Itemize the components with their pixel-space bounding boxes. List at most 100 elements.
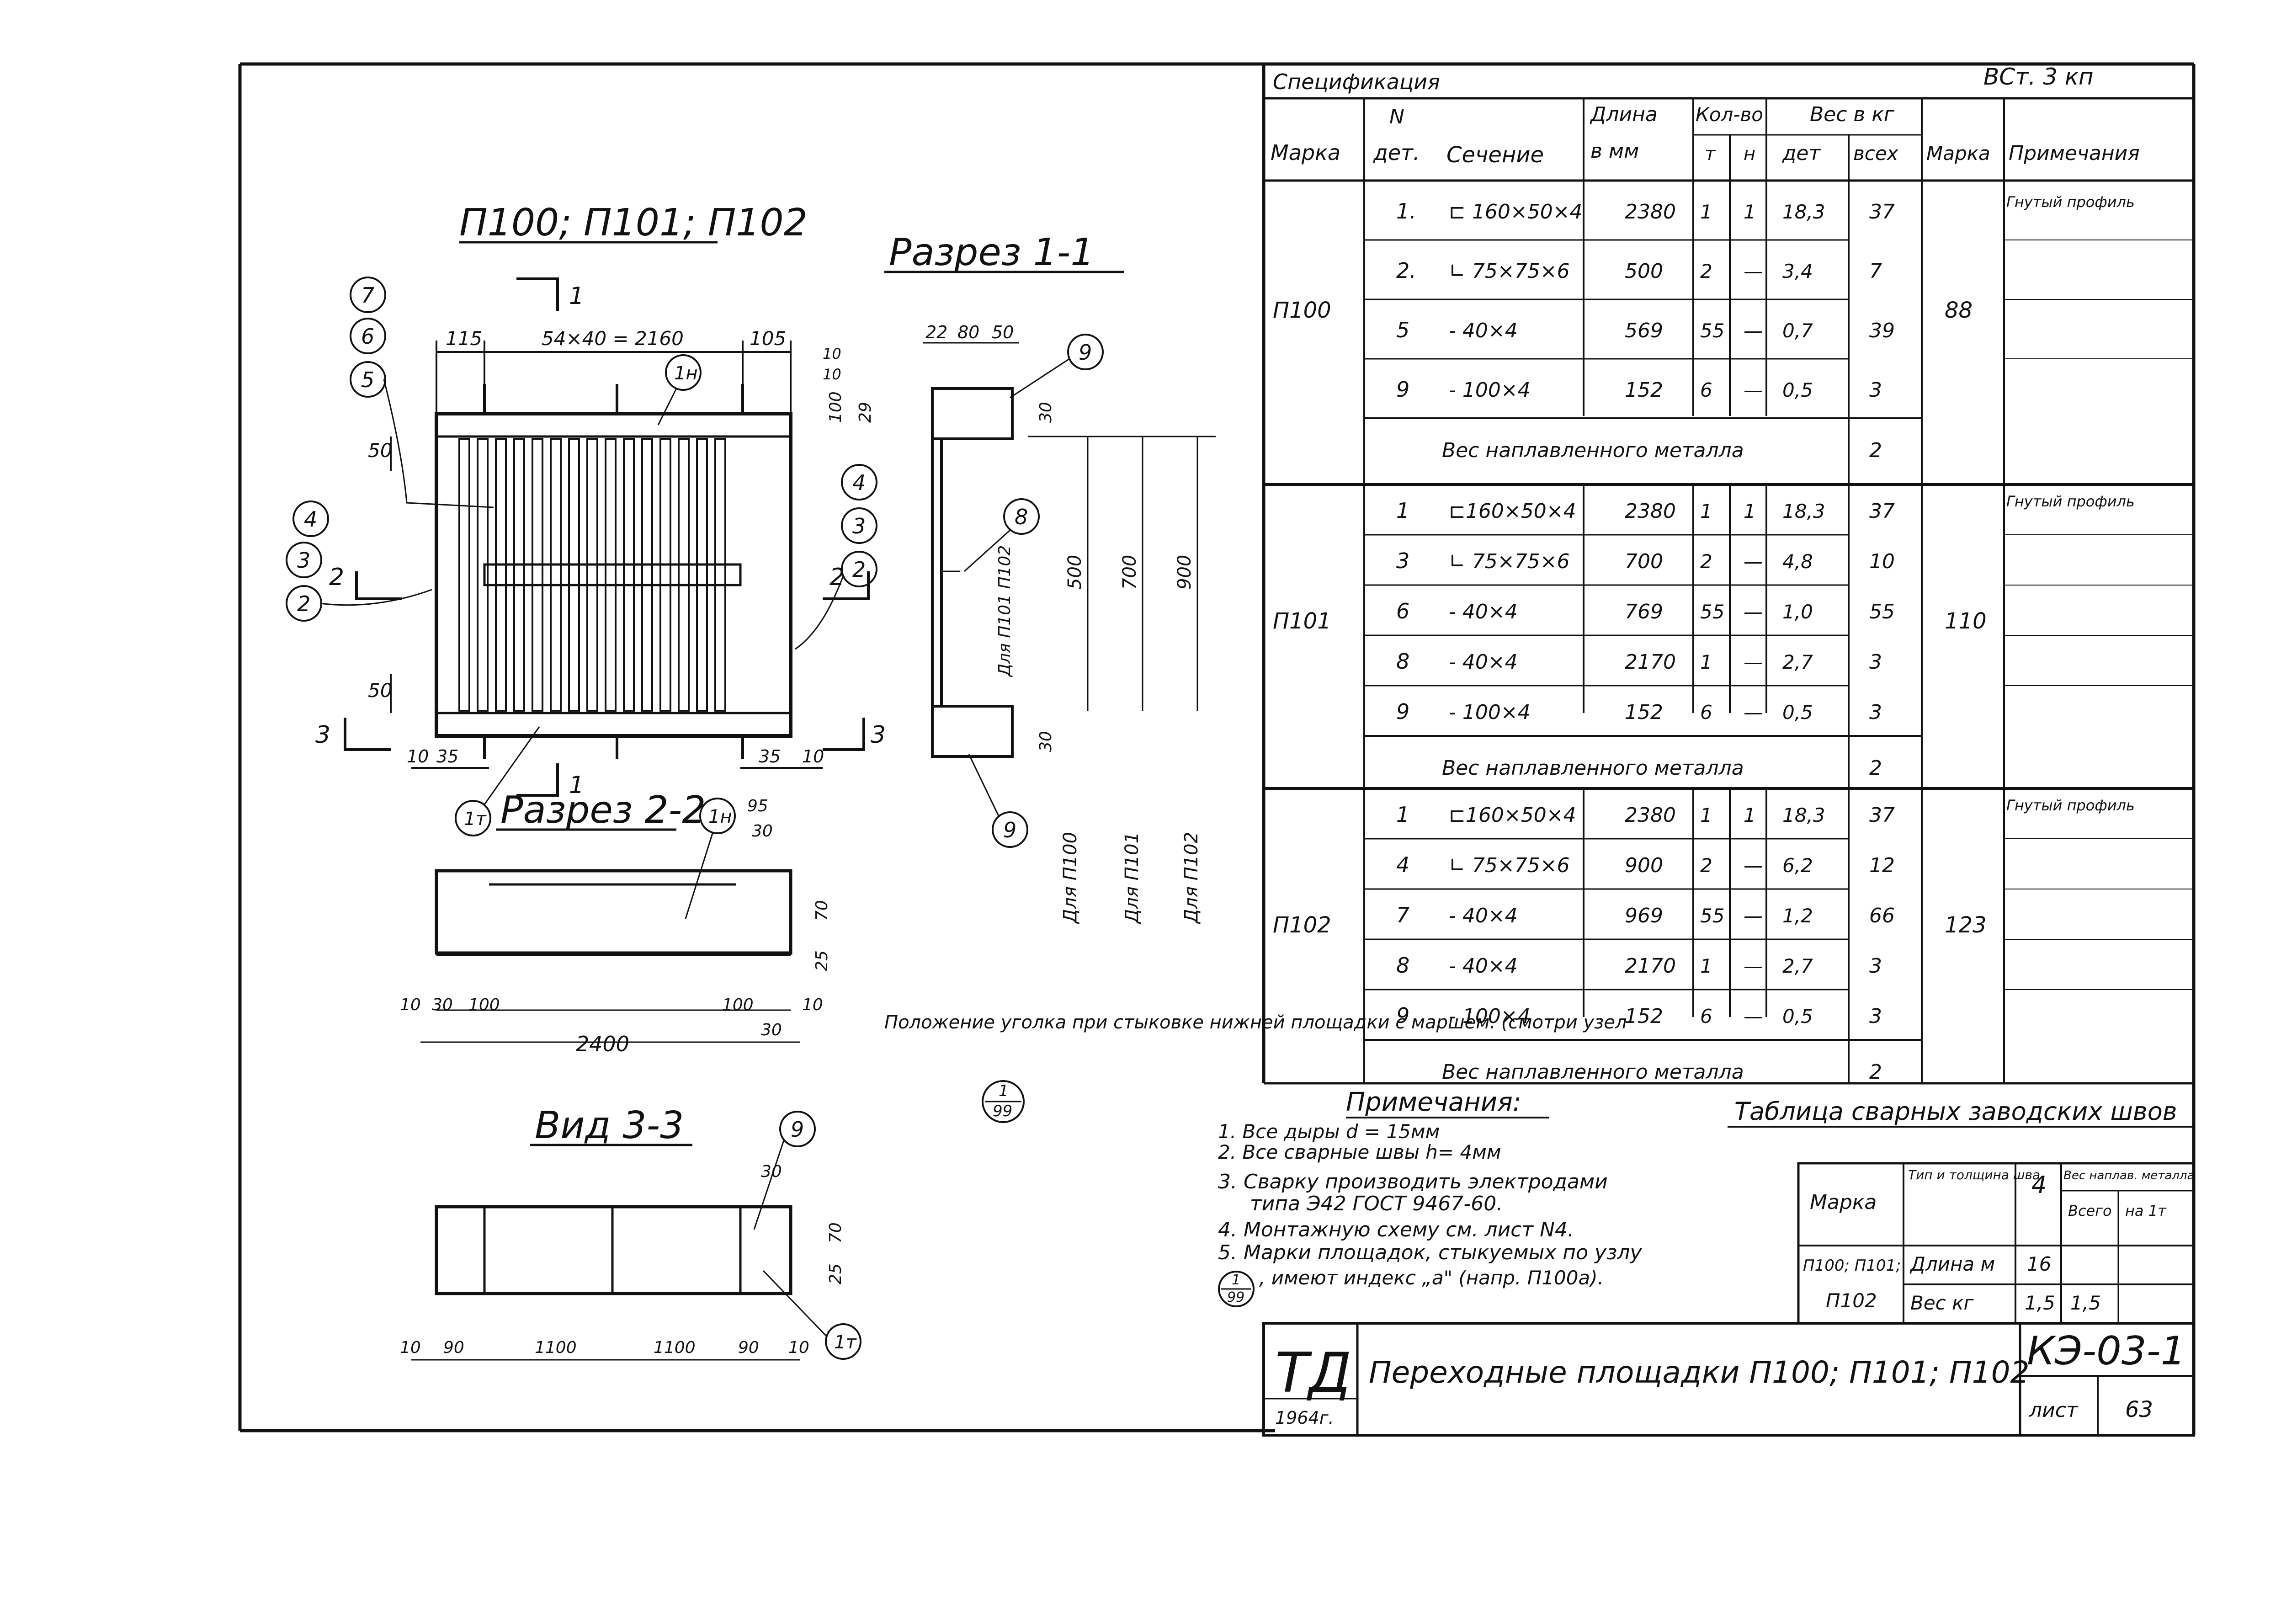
spec-h-mark: Марка [1271,140,1340,165]
spec-cell-det: 18,3 [1782,201,1825,223]
spec-cell-section: - 100×4 [1449,701,1531,724]
svg-text:3: 3 [852,514,866,538]
s2-dim-10a: 10 [400,996,421,1014]
weld-h-size: 4 [2031,1171,2047,1199]
spec-cell-nn: — [1744,319,1763,342]
sheet-frame [238,62,2196,1435]
spec-group-total: 110 [1945,608,1987,634]
v3-dim-1100a: 1100 [535,1338,577,1357]
org-logo: ТД [1275,1342,1351,1405]
section-1-title: Разрез 1-1 [889,231,1094,274]
v3-dim-1100b: 1100 [654,1338,696,1357]
weld-h-mark: Марка [1810,1191,1877,1214]
spec-cell-n: 5 [1396,318,1409,342]
spec-group-total: 88 [1945,298,1973,323]
spec-h-section: Сечение [1446,142,1544,168]
plan-bar [550,438,562,712]
spec-h-length-bottom: в мм [1590,139,1639,163]
spec-cell-section: - 40×4 [1449,954,1518,978]
s2-dim-100a: 100 [468,996,500,1014]
spec-weld-label: Вес наплавленного металла [1442,439,1744,462]
weld-table: Таблица сварных заводских швов Марка Тип… [1728,1097,2195,1325]
weld-title: Таблица сварных заводских швов [1734,1097,2177,1126]
v3-dim-10b: 10 [788,1338,809,1357]
callout-3-right: 3 [841,507,877,544]
dim-bottom-10a: 10 [407,746,429,767]
spec-cell-section: ⊏160×50×4 [1449,500,1576,523]
s2-dim-2400: 2400 [576,1032,629,1056]
dim-bottom-10b: 10 [802,746,824,767]
spec-cell-nn: — [1744,379,1763,401]
spec-cell-section: ⊏160×50×4 [1449,804,1576,827]
s2-dim-95: 95 [747,797,768,815]
s2-dim-30b: 30 [432,996,453,1014]
svg-text:2: 2 [852,557,866,582]
svg-text:4: 4 [304,507,317,532]
spec-cell-t: 1 [1700,955,1712,977]
spec-cell-all: 37 [1869,200,1895,224]
spec-cell-n: 8 [1396,649,1409,674]
v3-dim-70: 70 [826,1222,845,1243]
svg-text:1н: 1н [708,806,732,827]
spec-cell-t: 1 [1700,500,1712,522]
spec-cell-all: 55 [1869,600,1895,623]
spec-h-w-mark: Марка [1926,142,1990,165]
s1-dim-100: 100 [826,391,845,423]
spec-cell-section: ∟ 75×75×6 [1449,550,1570,573]
title-block: ТД 1964г. Переходные площадки П100; П101… [1262,1322,2195,1437]
spec-weld-value: 2 [1869,439,1882,462]
s1-label-p100: Для П100 [1060,832,1081,924]
spec-group-mark: П100 [1273,298,1331,323]
spec-cell-all: 3 [1869,1005,1882,1028]
spec-h-w-all: всех [1853,142,1899,165]
node-ref-1: 1 99 [982,1080,1025,1123]
notes-title: Примечания: [1346,1087,1521,1117]
spec-cell-t: 6 [1700,701,1712,724]
svg-text:5: 5 [361,367,374,392]
plan-bar [714,438,726,712]
drawing-code: КЭ-03-1 [2027,1328,2185,1374]
s1-label-p101: Для П101 [1122,832,1143,924]
callout-1n-section: 1н [699,798,736,834]
spec-weld-label: Вес наплавленного металла [1442,756,1744,780]
svg-text:2: 2 [297,591,310,616]
weld-r2-total: 1,5 [2070,1292,2101,1314]
spec-cell-length: 700 [1625,550,1663,573]
view-3-title: Вид 3-3 [535,1104,684,1147]
plan-view: П100; П101; П102 115 54×40 = 2160 105 50… [286,201,886,836]
weld-r1-mark: П100; П101; [1803,1257,1901,1275]
spec-cell-length: 769 [1625,600,1663,623]
callout-9-bottom: 9 [992,811,1028,848]
callout-1t: 1т [455,800,491,836]
spec-cell-section: - 100×4 [1449,378,1531,402]
spec-cell-length: 2170 [1625,650,1676,674]
spec-cell-nn: — [1744,601,1763,623]
spec-cell-det: 4,8 [1782,550,1813,573]
s1-label-p102: Для П102 [1181,832,1202,924]
s1-dim-22: 22 [925,322,947,342]
spec-cell-length: 2380 [1625,200,1676,224]
dim-top-left: 115 [446,327,482,350]
s2-dim-10b: 10 [802,996,823,1014]
spec-cell-length: 2380 [1625,804,1676,827]
spec-cell-det: 0,5 [1782,379,1813,401]
s1-dim-500: 500 [1064,555,1085,590]
spec-cell-all: 39 [1869,319,1895,342]
callout-9-view: 9 [779,1111,816,1147]
spec-cell-length: 900 [1625,854,1663,877]
weld-r2-mark: П102 [1826,1289,1877,1312]
callout-9-top: 9 [1067,334,1104,370]
spec-group-mark: П102 [1273,912,1331,938]
spec-cell-length: 500 [1625,260,1663,283]
callout-3-left: 3 [286,542,322,578]
svg-text:8: 8 [1015,505,1028,529]
spec-cell-nn: — [1744,1005,1763,1028]
weld-h-type: Тип и толщина шва [1908,1167,2040,1182]
callout-8: 8 [1003,498,1040,535]
spec-cell-t: 1 [1700,651,1712,673]
angle-note: Положение уголка при стыковке нижней пло… [884,1012,1627,1033]
dim-top-mid: 54×40 = 2160 [542,327,684,350]
callout-7: 7 [350,277,386,313]
spec-cell-n: 7 [1396,903,1409,927]
